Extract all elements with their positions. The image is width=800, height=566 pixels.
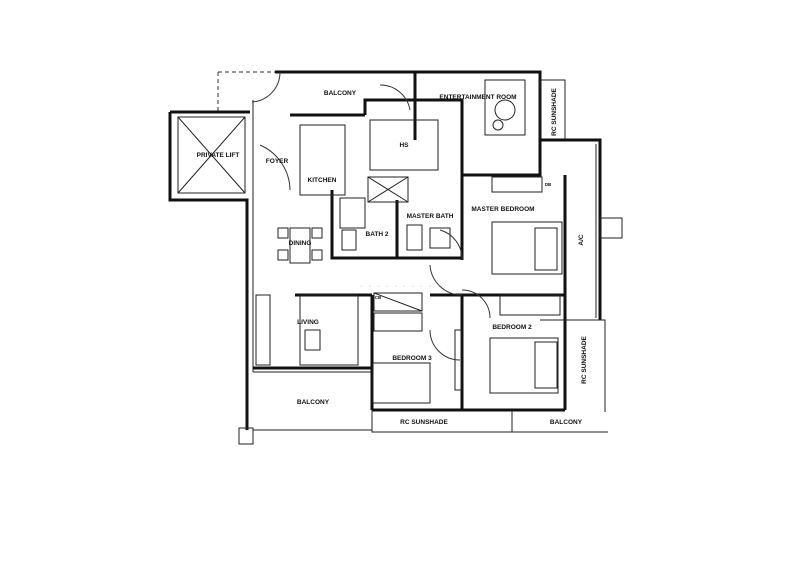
label-cb: CB [375, 295, 382, 300]
label-rc-sunshade-top: RC SUNSHADE [551, 88, 558, 136]
label-bath-2: BATH 2 [366, 231, 389, 238]
label-private-lift: PRIVATE LIFT [197, 152, 240, 159]
watermark: · · · · · · · · · · [359, 277, 441, 293]
fixtures [251, 71, 563, 404]
label-balcony-left: BALCONY [297, 399, 330, 406]
label-dining: DINING [289, 240, 312, 247]
label-rc-sunshade-bottom: RC SUNSHADE [400, 419, 448, 426]
label-kitchen: KITCHEN [308, 177, 337, 184]
label-living: LIVING [297, 319, 319, 326]
label-bedroom-2: BEDROOM 2 [492, 324, 532, 331]
label-bedroom-3: BEDROOM 3 [392, 355, 432, 362]
label-master-bedroom: MASTER BEDROOM [471, 206, 534, 213]
label-entertainment-room: ENTERTAINMENT ROOM [439, 94, 516, 101]
label-rc-sunshade-right: RC SUNSHADE [581, 336, 588, 384]
label-db: DB [545, 182, 552, 187]
walls [168, 70, 623, 445]
label-ac: A/C [578, 234, 585, 246]
label-master-bath: MASTER BATH [407, 213, 454, 220]
label-foyer: FOYER [266, 158, 289, 165]
label-balcony-right: BALCONY [550, 419, 583, 426]
label-balcony-top: BALCONY [324, 90, 357, 97]
label-hs: HS [399, 142, 409, 149]
